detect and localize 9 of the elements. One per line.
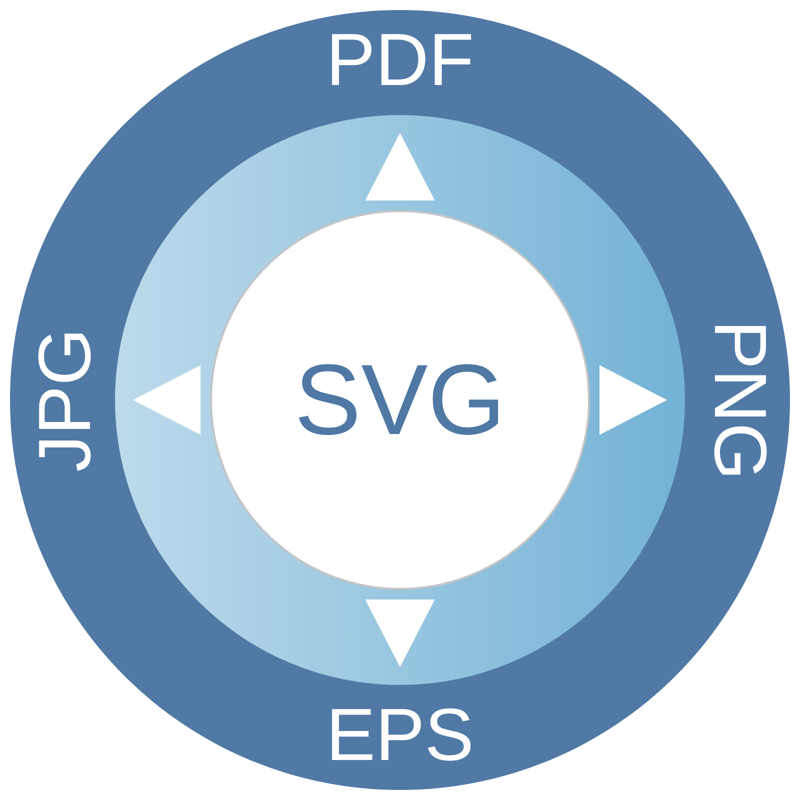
arrow [600, 365, 668, 435]
arrow [132, 365, 200, 435]
center-label: SVG [294, 350, 506, 450]
format-label: JPG [28, 328, 102, 472]
arrow [365, 132, 435, 200]
format-label: PDF [326, 23, 474, 97]
format-label: PNG [703, 320, 777, 480]
arrow [365, 600, 435, 668]
format-label: EPS [326, 698, 474, 772]
